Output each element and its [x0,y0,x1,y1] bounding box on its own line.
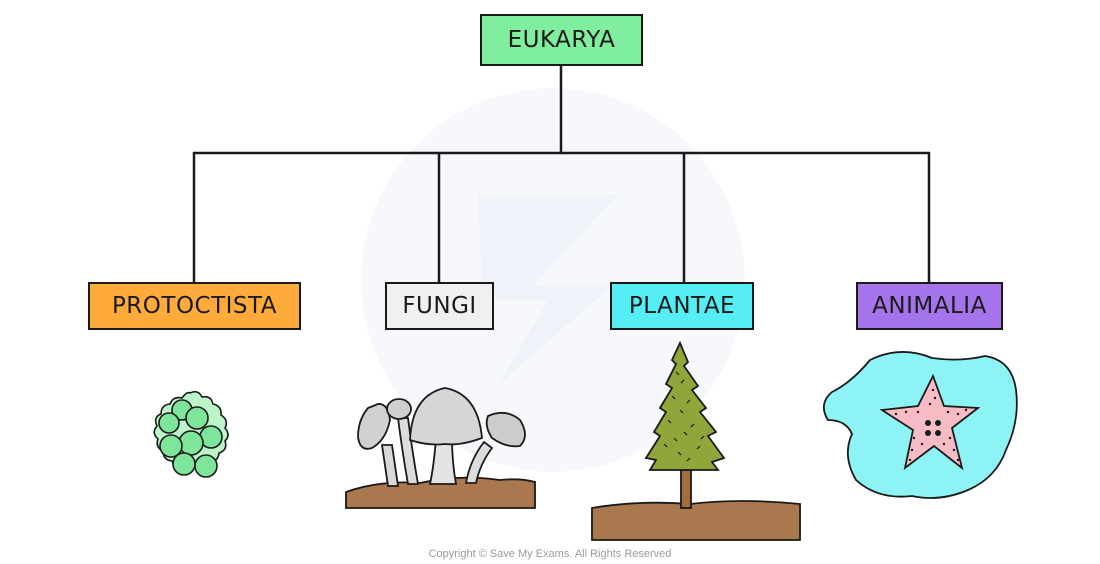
node-protoctista: PROTOCTISTA [88,282,301,330]
node-eukarya: EUKARYA [480,14,643,66]
copyright-text: Copyright © Save My Exams. All Rights Re… [428,548,672,560]
watermark-logo-icon [361,88,745,472]
node-animalia: ANIMALIA [856,282,1003,330]
node-plantae: PLANTAE [610,282,754,330]
protoctist-cell-cluster-icon [153,390,229,478]
node-fungi: FUNGI [385,282,494,330]
mushrooms-icon [345,387,536,509]
conifer-tree-icon [591,340,801,541]
starfish-in-water-icon [822,351,1018,499]
